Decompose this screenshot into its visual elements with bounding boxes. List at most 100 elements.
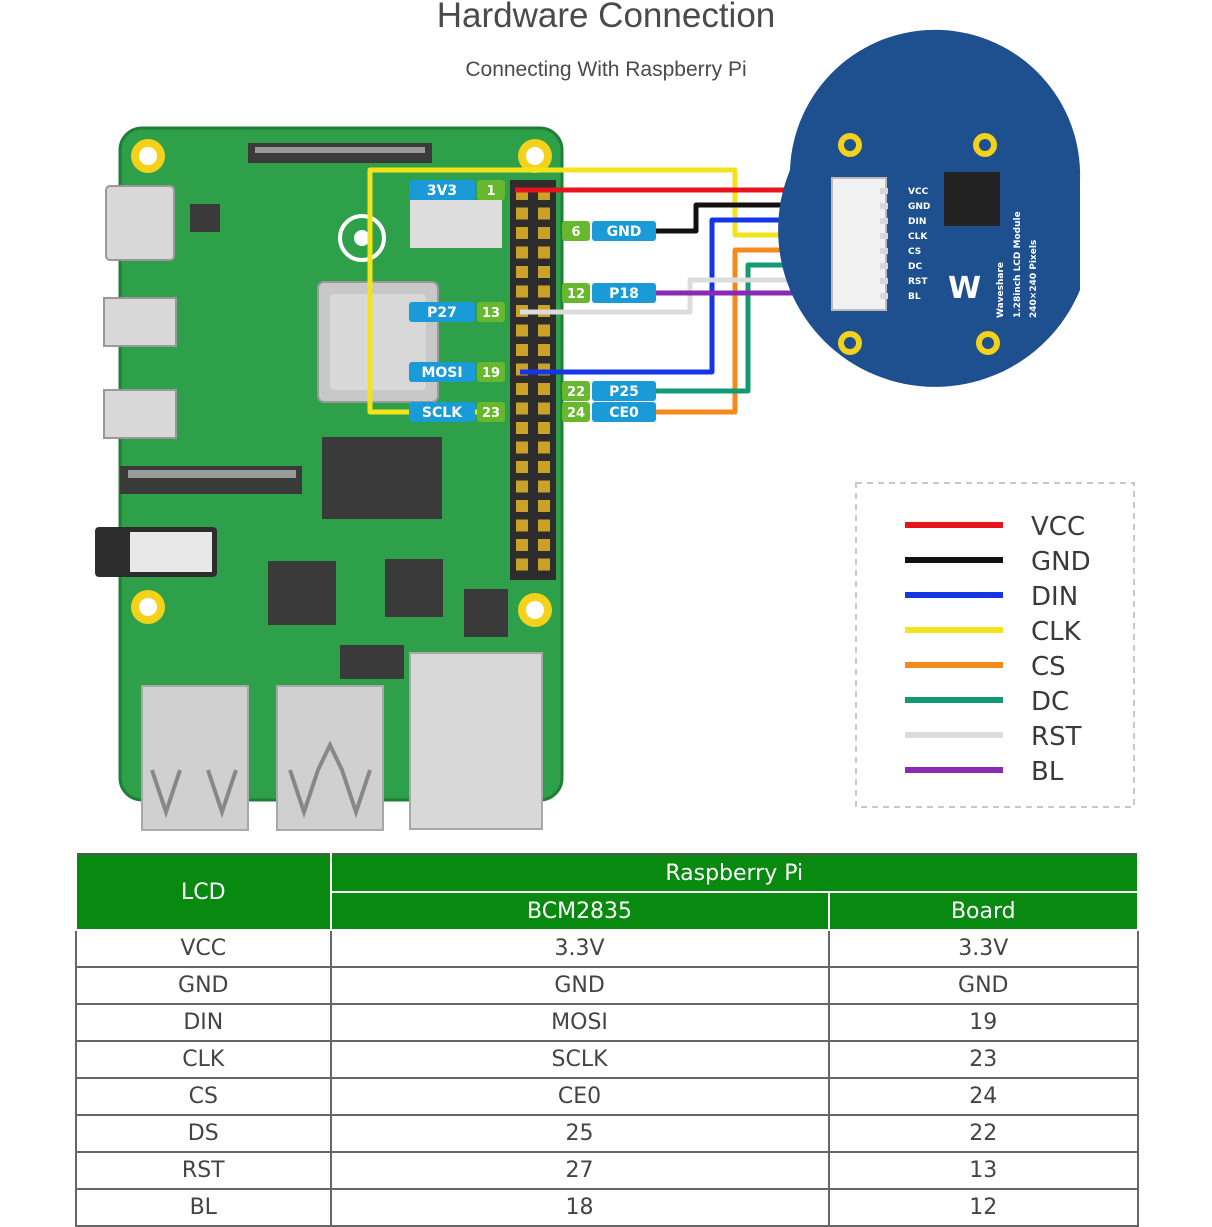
gpio-pin <box>538 422 550 434</box>
legend-label: DIN <box>1031 582 1078 612</box>
table-cell: 12 <box>827 1188 1140 1227</box>
gpio-pin <box>516 227 528 239</box>
gpio-pin <box>538 285 550 298</box>
lcd-pin <box>880 248 888 254</box>
lcd-pin <box>880 293 888 299</box>
waveshare-logo: W <box>948 271 981 306</box>
legend-item: CS <box>905 652 1066 682</box>
table-cell: 13 <box>827 1151 1140 1190</box>
gpio-pin <box>516 344 528 356</box>
raspberry-pi-board <box>95 126 564 831</box>
table-cell: 19 <box>827 1003 1140 1042</box>
lcd-pin-label: CS <box>908 247 921 257</box>
legend-label: DC <box>1031 687 1069 717</box>
gpio-pin <box>538 344 550 356</box>
gpio-pin <box>516 285 528 298</box>
legend-item: CLK <box>905 617 1082 647</box>
gpio-pin <box>538 461 550 473</box>
gpio-pin <box>538 500 550 512</box>
table-cell: 22 <box>827 1114 1140 1153</box>
gpio-pin <box>538 324 550 337</box>
gpio-pin <box>538 207 550 220</box>
table-cell: GND <box>329 966 830 1005</box>
table-cell: MOSI <box>329 1003 830 1042</box>
table-cell: 18 <box>329 1188 830 1227</box>
lcd-pin-label: VCC <box>908 187 929 197</box>
gpio-pin <box>516 500 528 512</box>
lcd-pin <box>880 218 888 224</box>
lcd-pin-label: DIN <box>908 217 926 227</box>
pin-number: 6 <box>571 225 580 240</box>
lcd-pin <box>880 263 888 269</box>
pin-label: GND <box>607 224 642 240</box>
lcd-pin <box>880 203 888 209</box>
pin-label: MOSI <box>421 365 462 381</box>
legend-label: RST <box>1031 722 1082 752</box>
lcd-brand: Waveshare <box>996 262 1006 318</box>
table-cell: CLK <box>75 1040 332 1079</box>
table-cell: 25 <box>329 1114 830 1153</box>
pin-number: 19 <box>482 366 500 381</box>
gpio-pin <box>538 480 550 493</box>
lcd-pin <box>880 188 888 194</box>
gpio-pin <box>538 558 550 571</box>
gpio-pin <box>538 383 550 395</box>
pin-label: 3V3 <box>427 183 457 199</box>
wire-rst <box>520 277 880 315</box>
lcd-pin-label: RST <box>908 277 928 287</box>
legend-label: CLK <box>1031 617 1082 647</box>
gpio-pin <box>516 246 528 259</box>
page-subtitle: Connecting With Raspberry Pi <box>465 58 747 81</box>
lcd-pin <box>880 233 888 239</box>
gpio-pin <box>516 402 528 415</box>
table-cell: 3.3V <box>827 929 1140 968</box>
pin-label: P25 <box>609 384 639 400</box>
gpio-pin <box>538 246 550 259</box>
legend-label: CS <box>1031 652 1066 682</box>
gpio-pin <box>538 519 550 532</box>
gpio-pin <box>516 207 528 220</box>
legend-label: GND <box>1031 547 1091 577</box>
gpio-pin <box>538 402 550 415</box>
table-cell: 23 <box>827 1040 1140 1079</box>
table-cell: CS <box>75 1077 332 1116</box>
legend-item: VCC <box>905 512 1085 542</box>
pin-badge-left: MOSI 19 <box>409 362 505 382</box>
gpio-pin <box>516 480 528 493</box>
header-board: Board <box>827 892 1140 931</box>
lcd-pin-label: CLK <box>908 232 928 242</box>
table-cell: BL <box>75 1188 332 1227</box>
wire-clk <box>367 167 880 415</box>
table-cell: DIN <box>75 1003 332 1042</box>
lcd-name: 1.28inch LCD Module <box>1013 211 1023 318</box>
lcd-pin-label: BL <box>908 292 921 302</box>
table-cell: CE0 <box>329 1077 830 1116</box>
gpio-pin <box>516 324 528 337</box>
page-title: Hardware Connection <box>436 0 776 35</box>
pin-number: 13 <box>482 306 500 321</box>
gpio-pin <box>516 558 528 571</box>
pin-badge-right: 6 GND <box>562 221 656 241</box>
table-cell: GND <box>75 966 332 1005</box>
lcd-pin <box>880 278 888 284</box>
legend-label: VCC <box>1031 512 1085 542</box>
pin-number: 12 <box>567 287 585 302</box>
legend-item: DIN <box>905 582 1078 612</box>
table-cell: VCC <box>75 929 332 968</box>
table-cell: 27 <box>329 1151 830 1190</box>
gpio-pin <box>516 539 528 551</box>
pin-number: 24 <box>567 406 585 421</box>
